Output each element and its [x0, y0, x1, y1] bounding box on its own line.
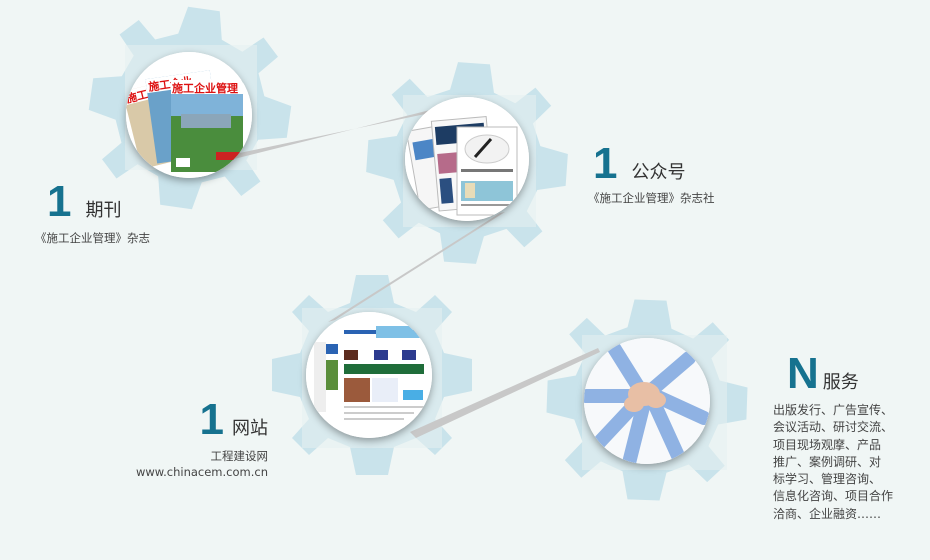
website-title: 网站	[232, 418, 268, 439]
website-url[interactable]: www.chinacem.com.cn	[135, 465, 268, 479]
services-line: 会议活动、研讨交流、	[773, 420, 894, 435]
svg-text:施工企业管理: 施工企业管理	[172, 81, 238, 95]
wechat-subtitle: 《施工企业管理》杂志社	[588, 191, 715, 205]
services-title: 服务	[822, 372, 859, 393]
services-line: 推广、案例调研、对	[773, 454, 882, 469]
services-line: 出版发行、广告宣传、	[773, 403, 894, 417]
journal-label: 1 期刊 《施工企业管理》杂志	[35, 180, 185, 246]
website-subtitle: 工程建设网	[210, 449, 269, 463]
services-list: 出版发行、广告宣传、 会议活动、研讨交流、 项目现场观摩、产品 推广、案例调研、…	[773, 402, 923, 523]
journal-subtitle: 《施工企业管理》杂志	[35, 231, 150, 245]
journal-title: 期刊	[85, 200, 122, 221]
services-count: N	[787, 349, 819, 398]
website-screenshot-image	[306, 312, 432, 438]
website-count: 1	[199, 395, 224, 444]
magazine-covers-image: 施工企 施工企业 施工企业管理	[126, 52, 252, 178]
wechat-count: 1	[593, 139, 618, 188]
services-line: 信息化咨询、项目合作	[773, 489, 894, 504]
team-hands-image	[584, 338, 710, 464]
journal-count: 1	[47, 177, 72, 226]
services-line: 洽商、企业融资……	[773, 506, 882, 521]
services-line: 标学习、管理咨询、	[773, 472, 882, 487]
wechat-articles-image	[405, 97, 529, 221]
services-line: 项目现场观摩、产品	[773, 437, 882, 452]
website-label: 1 网站 工程建设网 www.chinacem.com.cn	[130, 398, 268, 480]
wechat-title: 公众号	[631, 162, 686, 183]
wechat-label: 1 公众号 《施工企业管理》杂志社	[588, 142, 738, 206]
services-label: N 服务 出版发行、广告宣传、 会议活动、研讨交流、 项目现场观摩、产品 推广、…	[773, 352, 923, 523]
